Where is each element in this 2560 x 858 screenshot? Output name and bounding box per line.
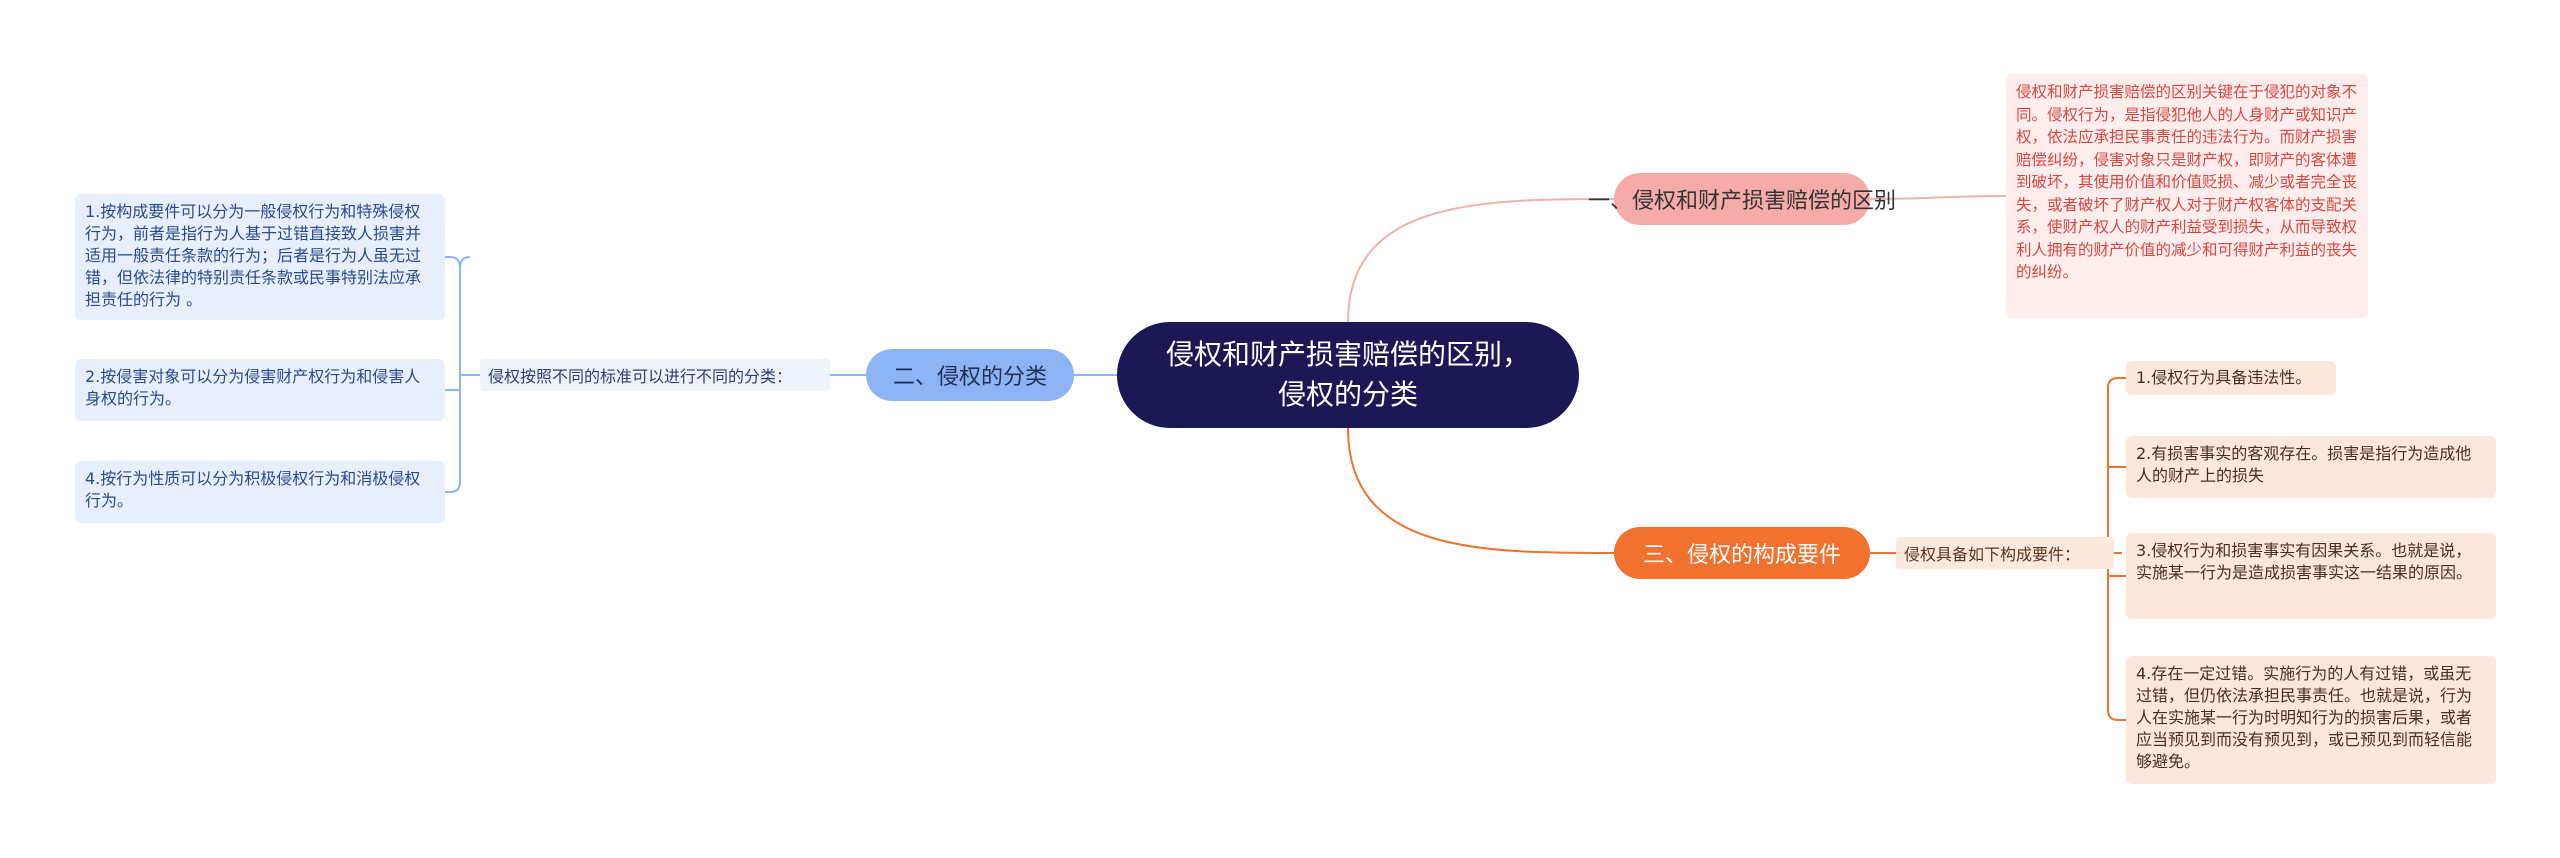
subtopic-elements[interactable]: 侵权具备如下构成要件： [1896,537,2114,569]
leaf-classification-1[interactable]: 1.按构成要件可以分为一般侵权行为和特殊侵权行为，前者是指行为人基于过错直接致人… [75,194,445,320]
central-topic[interactable]: 侵权和财产损害赔偿的区别，侵权的分类 [1117,322,1579,428]
leaf-element-4-text: 4.存在一定过错。实施行为的人有过错，或虽无过错，但仍依法承担民事责任。也就是说… [2136,664,2473,771]
branch-classification-label: 二、侵权的分类 [892,365,1047,390]
leaf-classification-2-text: 2.按侵害对象可以分为侵害财产权行为和侵害人身权的行为。 [85,367,421,408]
leaf-element-2-text: 2.有损害事实的客观存在。损害是指行为造成他人的财产上的损失 [2136,444,2472,485]
link-branch1-leaf [1869,195,2007,200]
leaf-classification-3-text: 4.按行为性质可以分为积极侵权行为和消极侵权行为。 [85,469,421,510]
subtopic-elements-label: 侵权具备如下构成要件： [1904,545,2081,564]
leaf-classification-1-text: 1.按构成要件可以分为一般侵权行为和特殊侵权行为，前者是指行为人基于过错直接致人… [85,202,422,309]
link-central-branch3 [1347,427,1615,554]
branch-elements[interactable]: 三、侵权的构成要件 [1614,527,1870,579]
leaf-element-3-text: 3.侵权行为和损害事实有因果关系。也就是说，实施某一行为是造成损害事实这一结果的… [2136,541,2473,582]
subtopic-classification-standard[interactable]: 侵权按照不同的标准可以进行不同的分类： [480,359,830,391]
leaf-difference-detail[interactable]: 侵权和财产损害赔偿的区别关键在于侵犯的对象不同。侵权行为，是指侵犯他人的人身财产… [2006,74,2368,318]
link-mid2-leaves [445,256,480,493]
leaf-classification-2[interactable]: 2.按侵害对象可以分为侵害财产权行为和侵害人身权的行为。 [75,359,445,421]
branch-elements-label: 三、侵权的构成要件 [1642,543,1841,568]
leaf-classification-3[interactable]: 4.按行为性质可以分为积极侵权行为和消极侵权行为。 [75,461,445,523]
leaf-element-2[interactable]: 2.有损害事实的客观存在。损害是指行为造成他人的财产上的损失 [2126,436,2496,498]
branch-difference[interactable]: 一、侵权和财产损害赔偿的区别 [1588,173,1896,225]
leaf-difference-text: 侵权和财产损害赔偿的区别关键在于侵犯的对象不同。侵权行为，是指侵犯他人的人身财产… [2016,83,2358,281]
subtopic-classification-label: 侵权按照不同的标准可以进行不同的分类： [488,367,793,386]
branch-difference-label: 一、侵权和财产损害赔偿的区别 [1588,189,1897,214]
leaf-element-3[interactable]: 3.侵权行为和损害事实有因果关系。也就是说，实施某一行为是造成损害事实这一结果的… [2126,533,2496,619]
leaf-element-1-text: 1.侵权行为具备违法性。 [2136,368,2312,387]
leaf-element-4[interactable]: 4.存在一定过错。实施行为的人有过错，或虽无过错，但仍依法承担民事责任。也就是说… [2126,656,2496,784]
leaf-element-1[interactable]: 1.侵权行为具备违法性。 [2126,361,2336,395]
central-topic-label: 侵权和财产损害赔偿的区别，侵权的分类 [1165,338,1530,411]
link-central-branch1 [1347,198,1615,323]
branch-classification[interactable]: 二、侵权的分类 [866,349,1074,401]
